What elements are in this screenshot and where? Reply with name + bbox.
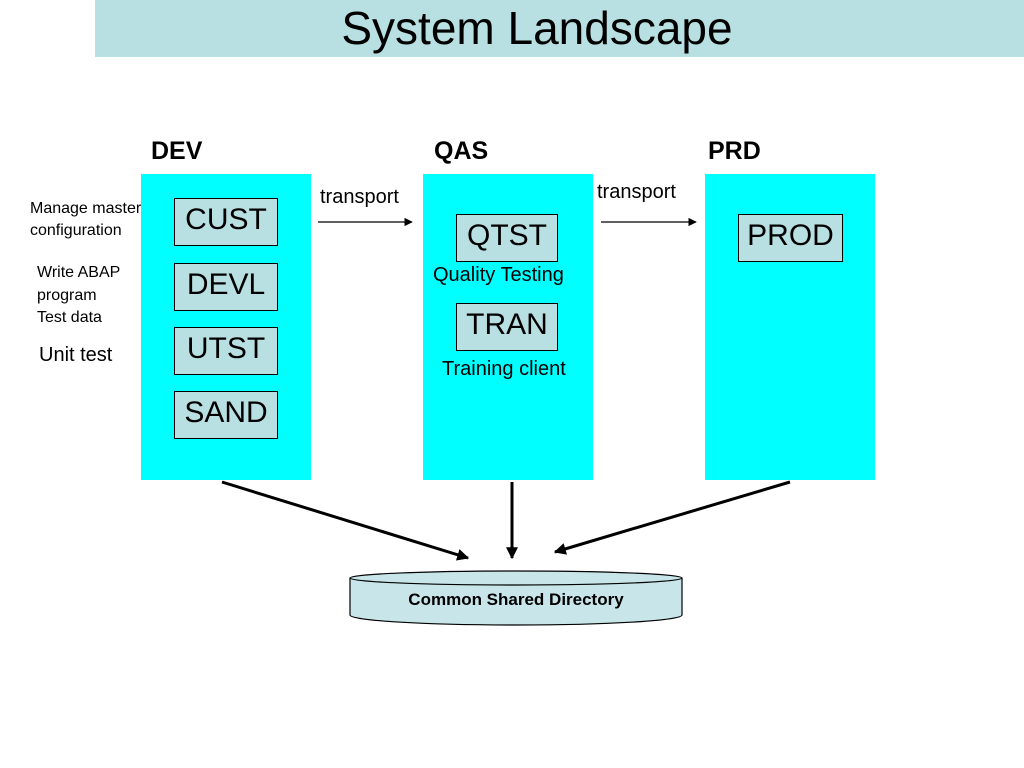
env-label-dev: DEV [151, 137, 203, 165]
note-write-abap: Write ABAP [37, 264, 121, 281]
prd-to-shared-arrow [553, 480, 791, 555]
dev-to-shared-arrow [221, 480, 470, 561]
transport-label-dev-qas: transport [320, 186, 399, 208]
note-configuration: configuration [30, 222, 122, 239]
env-label-qas: QAS [434, 137, 489, 165]
slide-title: System Landscape [341, 2, 733, 54]
title-banner: System Landscape [95, 0, 1024, 57]
shared-directory-cylinder [349, 570, 683, 626]
client-box-cust: CUST [174, 198, 278, 246]
client-box-utst: UTST [174, 327, 278, 375]
note-training-client: Training client [442, 358, 566, 380]
env-label-prd: PRD [708, 137, 761, 165]
client-box-sand: SAND [174, 391, 278, 439]
client-box-tran: TRAN [456, 303, 558, 351]
client-box-qtst: QTST [456, 214, 558, 262]
client-box-prod: PROD [738, 214, 843, 262]
note-quality-testing: Quality Testing [433, 264, 564, 286]
note-program: program [37, 287, 97, 304]
note-manage-master: Manage master [30, 200, 142, 217]
client-box-devl: DEVL [174, 263, 278, 311]
shared-directory-label: Common Shared Directory [408, 590, 624, 609]
note-unit-test: Unit test [39, 344, 113, 366]
note-test-data: Test data [37, 309, 102, 326]
transport-label-qas-prd: transport [597, 181, 676, 203]
